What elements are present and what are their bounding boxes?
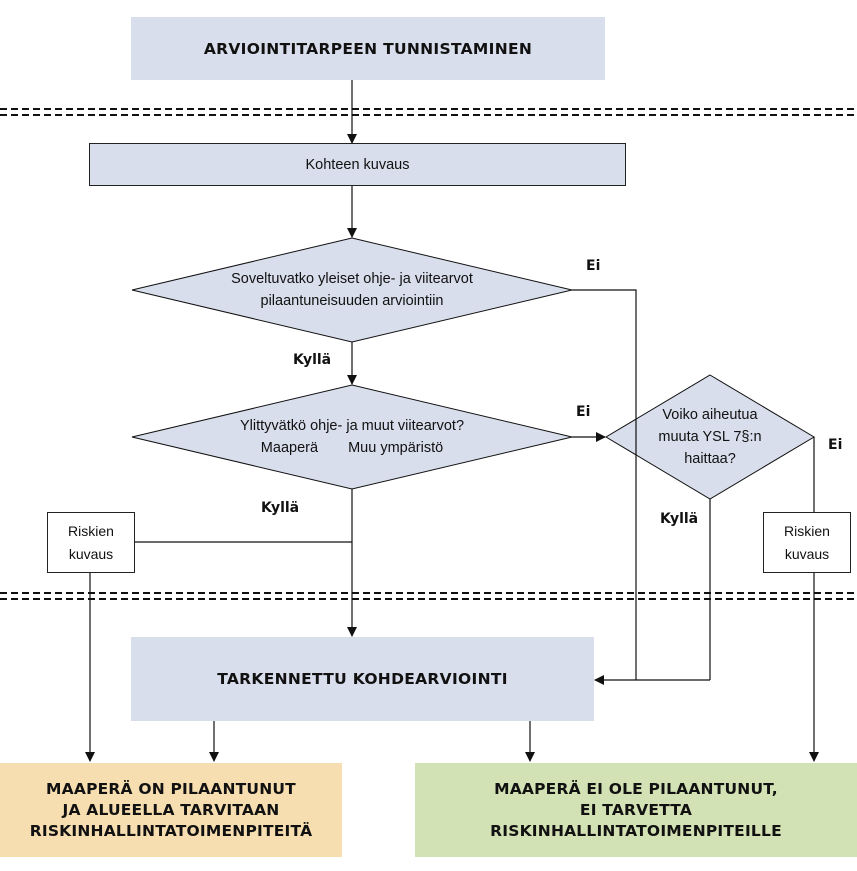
outcome-not-contaminated-line3: RISKINHALLINTATOIMENPITEILLE <box>490 821 782 840</box>
refined-assessment-text: TARKENNETTU KOHDEARVIOINTI <box>217 670 508 688</box>
label-kylla-ysl: Kyllä <box>660 511 699 527</box>
risk-description-left-line2: kuvaus <box>68 545 114 562</box>
outcome-not-contaminated-line2: EI TARVETTA <box>579 800 693 819</box>
outcome-contaminated-line3: RISKINHALLINTATOIMENPITEITÄ <box>29 821 313 840</box>
decision-ysl-harm-line3: haittaa? <box>684 451 736 467</box>
decision-general-values-line1: Soveltuvatko yleiset ohje- ja viitearvot <box>231 271 473 287</box>
phase-separator-top <box>0 108 857 116</box>
outcome-not-contaminated-box: MAAPERÄ EI OLE PILAANTUNUT, EI TARVETTA … <box>415 763 857 857</box>
decision-exceed-values-text: Ylittyvätkö ohje- ja muut viitearvot? Ma… <box>172 415 532 459</box>
outcome-contaminated-line1: MAAPERÄ ON PILAANTUNUT <box>46 779 296 798</box>
risk-description-right-line1: Riskien <box>784 522 830 539</box>
decision-ysl-harm-line1: Voiko aiheutua <box>662 407 758 423</box>
line-decision1-ei <box>572 289 637 680</box>
label-ei-ysl: Ei <box>828 437 843 453</box>
decision-ysl-harm-line2: muuta YSL 7§:n <box>658 429 762 445</box>
site-description-box: Kohteen kuvaus <box>89 143 626 186</box>
site-description-text: Kohteen kuvaus <box>305 156 410 173</box>
label-ei-exceed: Ei <box>576 404 591 420</box>
decision-general-values-line2: pilaantuneisuuden arviointiin <box>260 293 444 309</box>
label-ei-general: Ei <box>586 258 601 274</box>
decision-exceed-values-line1: Ylittyvätkö ohje- ja muut viitearvot? <box>239 418 465 434</box>
assessment-need-box: ARVIOINTITARPEEN TUNNISTAMINEN <box>131 17 605 80</box>
decision-exceed-values-soil: Maaperä <box>260 440 319 456</box>
risk-description-left-box: Riskien kuvaus <box>47 512 135 573</box>
phase-separator-bottom <box>0 592 857 600</box>
label-kylla-exceed: Kyllä <box>261 500 300 516</box>
outcome-contaminated-box: MAAPERÄ ON PILAANTUNUT JA ALUEELLA TARVI… <box>0 763 342 857</box>
risk-description-left-line1: Riskien <box>68 522 114 539</box>
risk-description-right-line2: kuvaus <box>784 545 830 562</box>
outcome-contaminated-line2: JA ALUEELLA TARVITAAN <box>62 800 280 819</box>
decision-ysl-harm-text: Voiko aiheutua muuta YSL 7§:n haittaa? <box>640 404 780 470</box>
decision-general-values-text: Soveltuvatko yleiset ohje- ja viitearvot… <box>172 268 532 312</box>
risk-description-right-box: Riskien kuvaus <box>763 512 851 573</box>
label-kylla-general: Kyllä <box>293 352 332 368</box>
outcome-not-contaminated-line1: MAAPERÄ EI OLE PILAANTUNUT, <box>494 779 778 798</box>
decision-exceed-values-other: Muu ympäristö <box>348 440 444 456</box>
refined-assessment-box: TARKENNETTU KOHDEARVIOINTI <box>131 637 594 721</box>
assessment-need-text: ARVIOINTITARPEEN TUNNISTAMINEN <box>203 39 533 58</box>
